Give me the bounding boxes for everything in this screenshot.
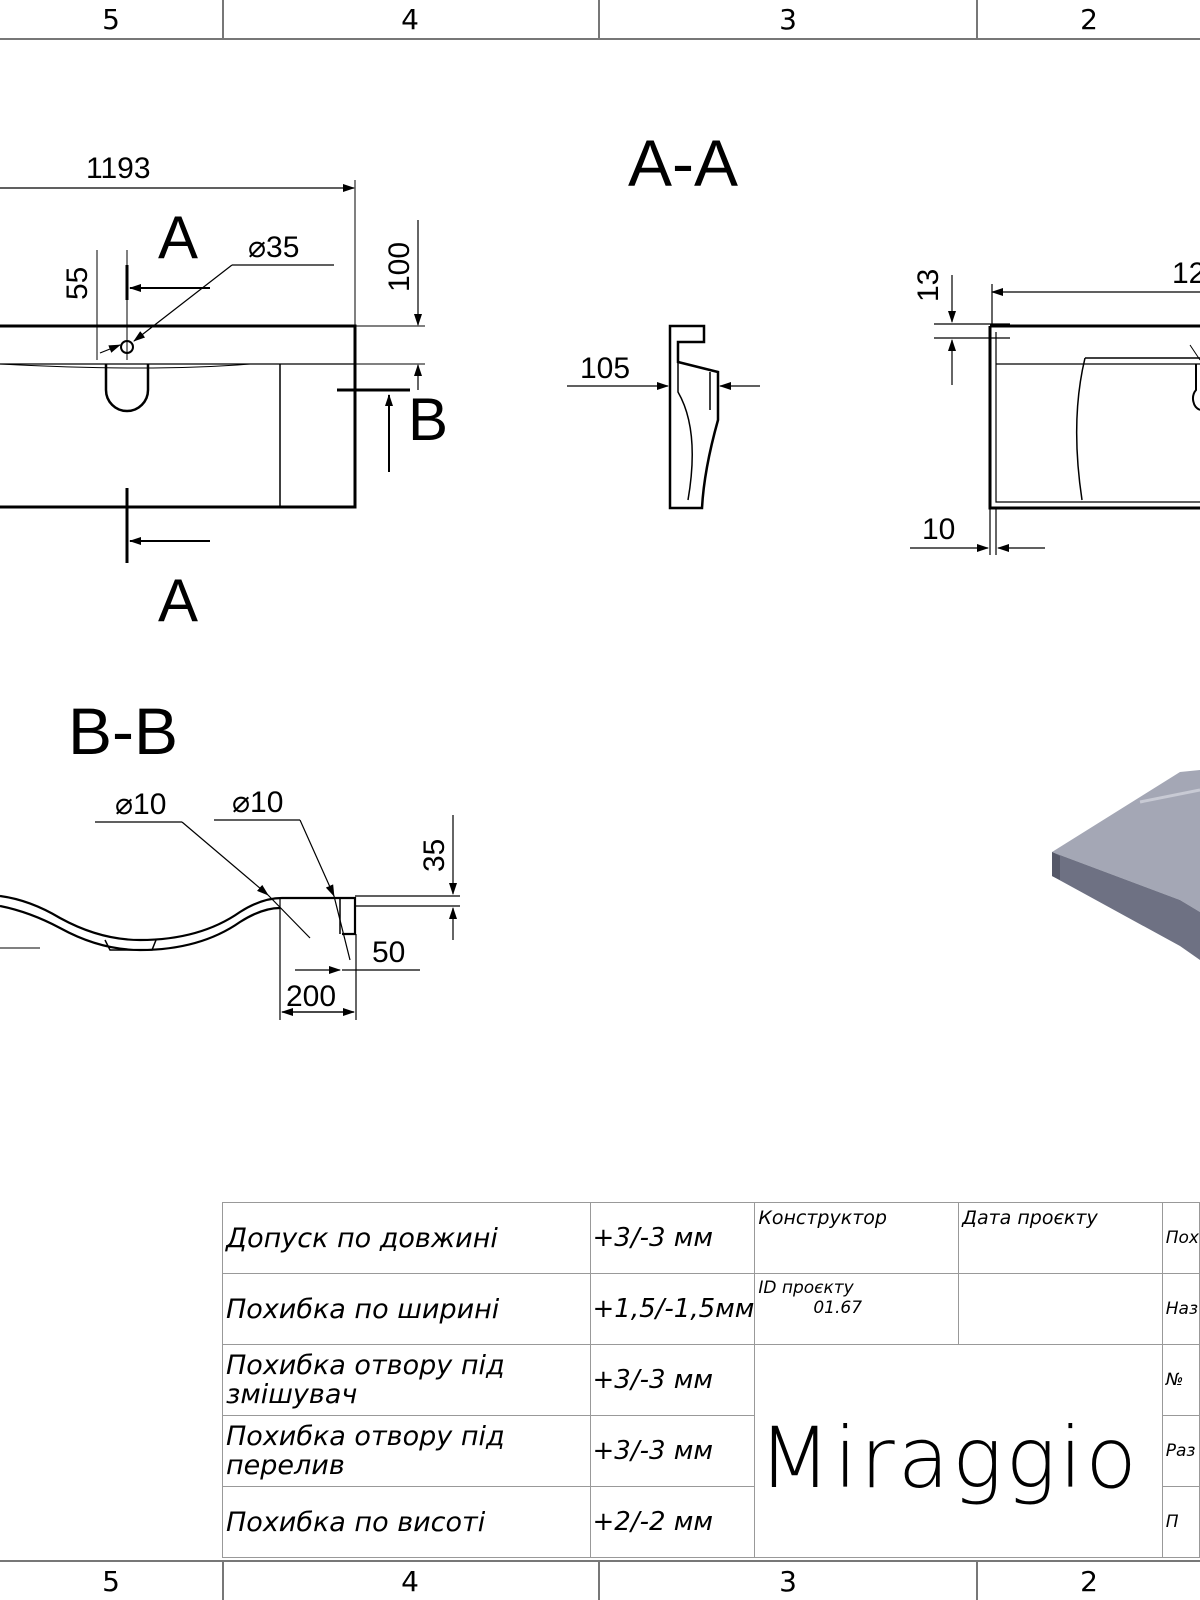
cut-label-a-bottom: A	[158, 567, 198, 634]
zone-top-4: 4	[222, 0, 600, 40]
dim-length: 1193	[86, 152, 151, 185]
dim-overflow-width: 200	[286, 980, 336, 1013]
dim-hole-offset: 55	[61, 267, 94, 300]
side-view	[988, 324, 1200, 510]
zone-top-2: 2	[978, 0, 1200, 40]
zone-top-3: 3	[600, 0, 978, 40]
project-id-label: ID проєкту	[758, 1278, 854, 1298]
tolerance-value: +3/-3 мм	[589, 1344, 756, 1416]
cut-label-2: Наз	[1161, 1273, 1200, 1345]
dim-rim-side: 10	[922, 513, 955, 546]
side-dimensions	[910, 275, 1200, 555]
tolerance-label: Похибка отвору під змішувач	[222, 1344, 591, 1416]
tolerance-value: +1,5/-1,5мм	[589, 1273, 756, 1345]
tolerance-label: Похибка по ширині	[222, 1273, 591, 1345]
plan-dimensions	[0, 184, 422, 563]
section-bb-title: B-B	[68, 694, 178, 768]
tolerance-value: +3/-3 мм	[589, 1415, 756, 1487]
cut-label-4: Раз	[1161, 1415, 1200, 1487]
project-date-label: Дата проєкту	[958, 1202, 1163, 1274]
dim-bowl-depth: 35	[418, 839, 451, 872]
cut-label-a-top: A	[158, 204, 198, 271]
empty-cell	[958, 1273, 1163, 1345]
zone-bottom-5: 5	[0, 1560, 224, 1600]
tolerance-value: +2/-2 мм	[589, 1486, 756, 1558]
dim-overflow-offset: 50	[372, 936, 405, 969]
brand-logo: Miraggio	[754, 1344, 1163, 1558]
cut-label-b: B	[408, 386, 448, 453]
zone-top-5: 5	[0, 0, 224, 40]
project-id-cell: ID проєкту 01.67	[754, 1273, 960, 1345]
section-bb-view	[0, 894, 357, 952]
section-aa-title: A-A	[628, 126, 738, 200]
dim-section-thickness: 105	[580, 352, 630, 385]
tolerance-label: Похибка отвору під перелив	[222, 1415, 591, 1487]
dim-mixer-hole: ⌀35	[248, 231, 299, 264]
cut-label-3: №	[1161, 1344, 1200, 1416]
section-bb-dimensions	[95, 815, 460, 1020]
cut-label-5: П	[1161, 1486, 1200, 1558]
project-id-value: 01.67	[813, 1298, 863, 1318]
title-block: Допуск по довжині +3/-3 мм Конструктор Д…	[222, 1202, 1200, 1558]
tolerance-label: Допуск по довжині	[222, 1202, 591, 1274]
section-aa-view	[668, 324, 720, 510]
overflow-slot	[104, 364, 150, 413]
tolerance-value: +3/-3 мм	[589, 1202, 756, 1274]
basin-render	[1052, 770, 1200, 960]
dim-overflow-d2: ⌀10	[232, 786, 283, 819]
plan-view	[0, 180, 425, 509]
dim-overflow-d1: ⌀10	[115, 788, 166, 821]
designer-label: Конструктор	[754, 1202, 960, 1274]
tolerance-label: Похибка по висоті	[222, 1486, 591, 1558]
dim-rim-width: 12	[1172, 257, 1200, 290]
dim-rim-top: 13	[912, 269, 945, 302]
cut-label-1: Пох	[1161, 1202, 1200, 1274]
dim-hole-depth: 100	[383, 242, 416, 292]
zone-bottom-4: 4	[222, 1560, 600, 1600]
zone-bottom-2: 2	[978, 1560, 1200, 1600]
plan-labels: 1193 A A B ⌀35 55 100	[61, 152, 448, 634]
basin-outline	[0, 324, 357, 509]
zone-bottom-3: 3	[600, 1560, 978, 1600]
